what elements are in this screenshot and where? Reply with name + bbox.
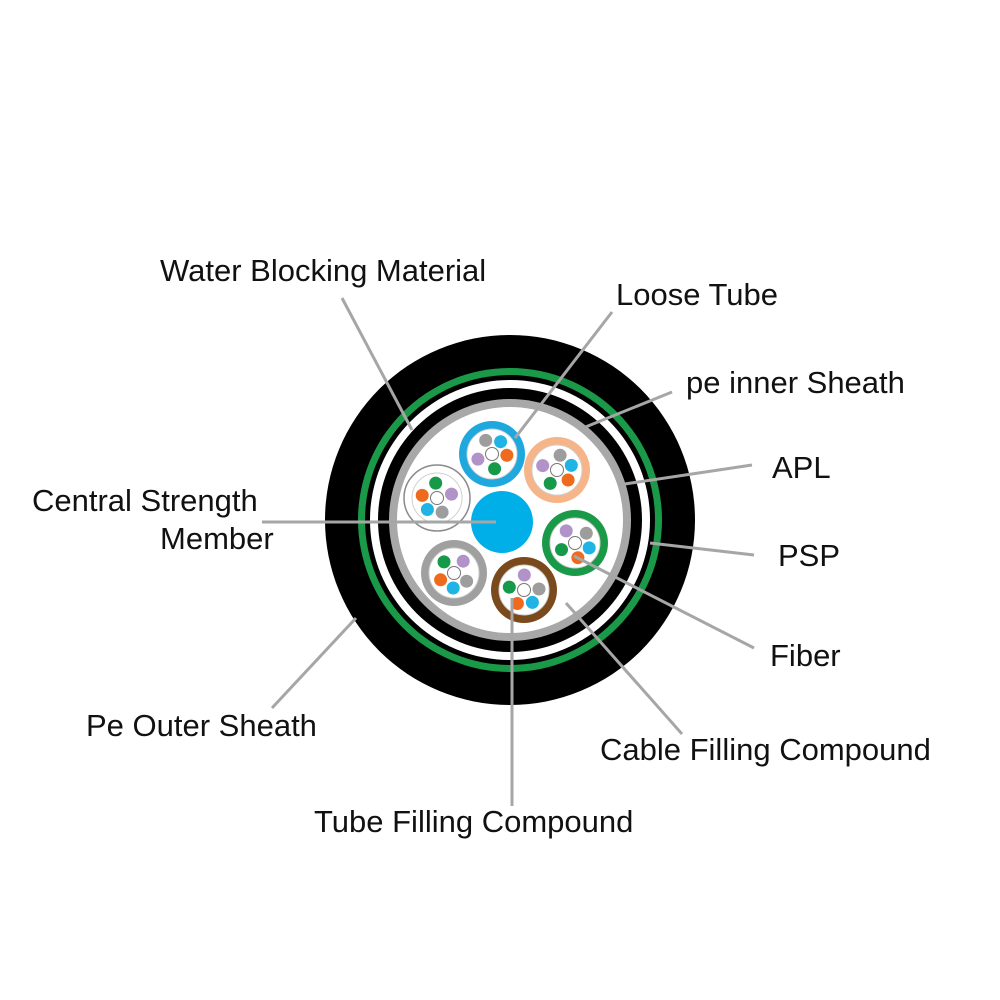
fiber-white	[517, 583, 531, 597]
fiber-purple	[559, 524, 573, 538]
fiber-grey	[532, 582, 546, 596]
fiber-blue	[420, 503, 434, 516]
fiber-green	[488, 462, 502, 476]
leader-pe-outer-sheath	[270, 616, 358, 710]
fiber-green	[543, 476, 557, 490]
loose-tube-white	[403, 464, 471, 532]
fiber-blue	[494, 435, 508, 449]
fiber-grey	[435, 505, 449, 519]
leader-psp	[649, 541, 755, 557]
label-fiber: Fiber	[770, 638, 841, 673]
fiber-blue	[525, 595, 539, 609]
loose-tube-grey	[421, 540, 487, 606]
label-water-blocking-material: Water Blocking Material	[160, 253, 486, 288]
label-apl: APL	[772, 450, 831, 485]
fiber-blue	[446, 581, 460, 595]
fiber-purple	[445, 487, 458, 501]
fiber-white	[550, 463, 564, 477]
fiber-white	[430, 491, 444, 505]
fiber-green	[502, 580, 516, 594]
label-central-strength-member-line2: Member	[160, 521, 274, 556]
fiber-purple	[517, 568, 531, 582]
fiber-white	[485, 447, 499, 461]
fiber-blue	[564, 458, 578, 472]
central-strength-member	[471, 491, 533, 553]
fiber-blue	[582, 541, 596, 555]
fiber-grey	[479, 433, 493, 447]
loose-tube-blue	[459, 421, 525, 487]
fiber-orange	[561, 473, 575, 487]
loose-tubes-group	[403, 421, 608, 623]
fiber-purple	[536, 459, 550, 473]
fiber-white	[568, 536, 582, 550]
fiber-orange	[500, 448, 514, 462]
fiber-grey	[553, 448, 567, 462]
loose-tube-orange	[524, 437, 590, 503]
loose-tube-brown	[491, 557, 557, 623]
fiber-green	[437, 555, 451, 569]
leader-loose-tube	[513, 311, 614, 439]
fiber-grey	[460, 574, 474, 588]
leader-apl	[617, 463, 753, 487]
fiber-white	[447, 566, 461, 580]
label-pe-outer-sheath: Pe Outer Sheath	[86, 708, 317, 743]
fiber-orange	[510, 597, 524, 610]
fiber-purple	[471, 452, 485, 466]
label-cable-filling-compound: Cable Filling Compound	[600, 732, 931, 767]
fiber-orange	[415, 488, 429, 502]
label-pe-inner-sheath: pe inner Sheath	[686, 365, 905, 400]
fiber-purple	[456, 554, 470, 568]
leader-cable-filling	[564, 602, 684, 735]
label-psp: PSP	[778, 538, 840, 573]
fiber-grey	[579, 526, 593, 540]
label-loose-tube: Loose Tube	[616, 277, 778, 312]
leader-lines	[262, 297, 755, 806]
leader-water-blocking	[340, 297, 414, 431]
fiber-green	[555, 543, 568, 557]
leader-fiber	[573, 554, 755, 650]
loose-tube-green	[542, 510, 608, 576]
fiber-green	[429, 476, 443, 490]
leader-pe-inner-sheath	[582, 390, 673, 430]
label-central-strength-member-line1: Central Strength	[32, 483, 258, 518]
label-tube-filling-compound: Tube Filling Compound	[314, 804, 633, 839]
fiber-orange	[434, 573, 448, 587]
